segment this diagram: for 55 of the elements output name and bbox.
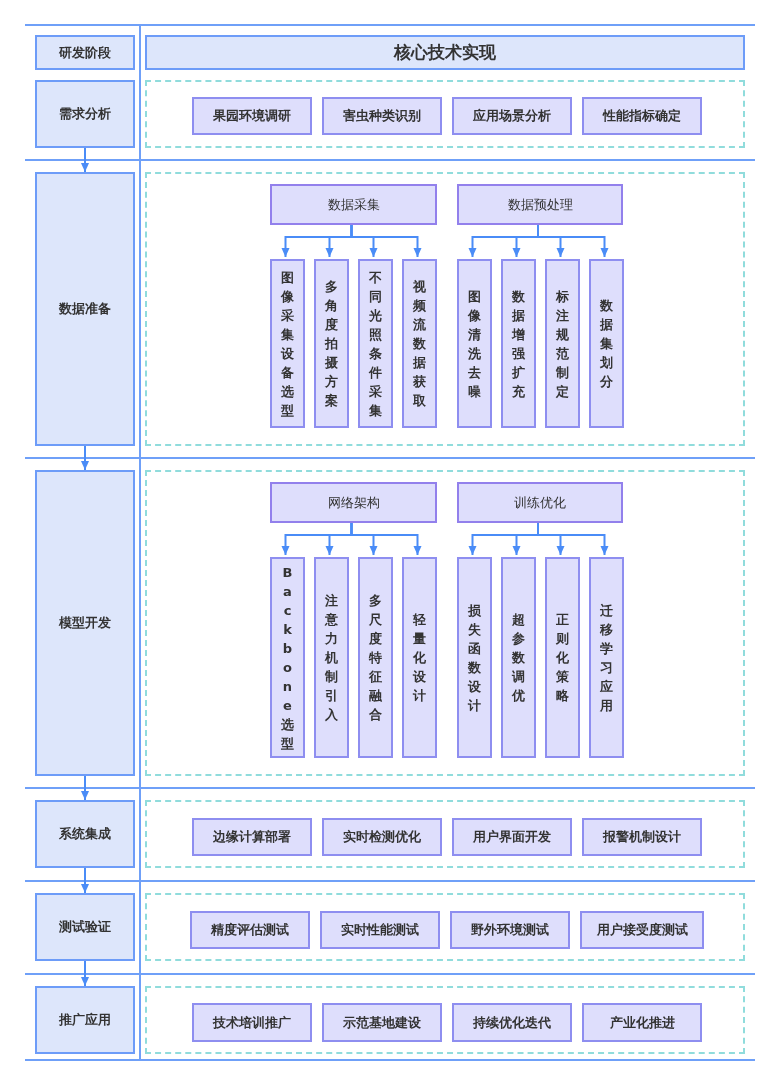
- task-box: 报警机制设计: [582, 818, 702, 856]
- arrow: [81, 147, 89, 173]
- task-box: 数据集划分: [589, 259, 624, 428]
- task-box: 应用场景分析: [452, 97, 572, 135]
- stage-box: 需求分析: [35, 80, 135, 148]
- task-box: 轻量化设计: [402, 557, 437, 758]
- arrow: [81, 867, 89, 894]
- task-box: 图像采集设备选型: [270, 259, 305, 428]
- task-box: 果园环境调研: [192, 97, 312, 135]
- task-box: 超参数调优: [501, 557, 536, 758]
- task-box: 实时性能测试: [320, 911, 440, 949]
- task-box: 迁移学习应用: [589, 557, 624, 758]
- dashed-panel: [145, 800, 745, 868]
- header-cell: 核心技术实现: [145, 35, 745, 70]
- task-box: 多尺度特征融合: [358, 557, 393, 758]
- task-box: 实时检测优化: [322, 818, 442, 856]
- task-box: 图像清洗去噪: [457, 259, 492, 428]
- stage-box: 系统集成: [35, 800, 135, 868]
- task-box: 示范基地建设: [322, 1003, 442, 1042]
- task-box: 正则化策略: [545, 557, 580, 758]
- dashed-panel: [145, 986, 745, 1054]
- task-box: 多角度拍摄方案: [314, 259, 349, 428]
- task-box: 产业化推进: [582, 1003, 702, 1042]
- dashed-panel: [145, 80, 745, 148]
- dashed-panel: [145, 893, 745, 961]
- task-box: Backbone选型: [270, 557, 305, 758]
- header-cell: 研发阶段: [35, 35, 135, 70]
- task-box: 持续优化迭代: [452, 1003, 572, 1042]
- task-box: 用户界面开发: [452, 818, 572, 856]
- dashed-panel: [145, 172, 745, 446]
- category-box: 数据预处理: [457, 184, 623, 225]
- arrow: [81, 775, 89, 801]
- category-box: 训练优化: [457, 482, 623, 523]
- task-box: 损失函数设计: [457, 557, 492, 758]
- stage-box: 模型开发: [35, 470, 135, 776]
- task-box: 边缘计算部署: [192, 818, 312, 856]
- category-box: 网络架构: [270, 482, 437, 523]
- task-box: 性能指标确定: [582, 97, 702, 135]
- task-box: 数据增强扩充: [501, 259, 536, 428]
- task-box: 不同光照条件采集: [358, 259, 393, 428]
- category-box: 数据采集: [270, 184, 437, 225]
- task-box: 注意力机制引入: [314, 557, 349, 758]
- task-box: 标注规范制定: [545, 259, 580, 428]
- task-box: 技术培训推广: [192, 1003, 312, 1042]
- stage-box: 推广应用: [35, 986, 135, 1054]
- stage-box: 测试验证: [35, 893, 135, 961]
- task-box: 精度评估测试: [190, 911, 310, 949]
- task-box: 视频流数据获取: [402, 259, 437, 428]
- task-box: 野外环境测试: [450, 911, 570, 949]
- arrow: [81, 445, 89, 471]
- dashed-panel: [145, 470, 745, 776]
- task-box: 用户接受度测试: [580, 911, 704, 949]
- arrow: [81, 960, 89, 987]
- stage-box: 数据准备: [35, 172, 135, 446]
- task-box: 害虫种类识别: [322, 97, 442, 135]
